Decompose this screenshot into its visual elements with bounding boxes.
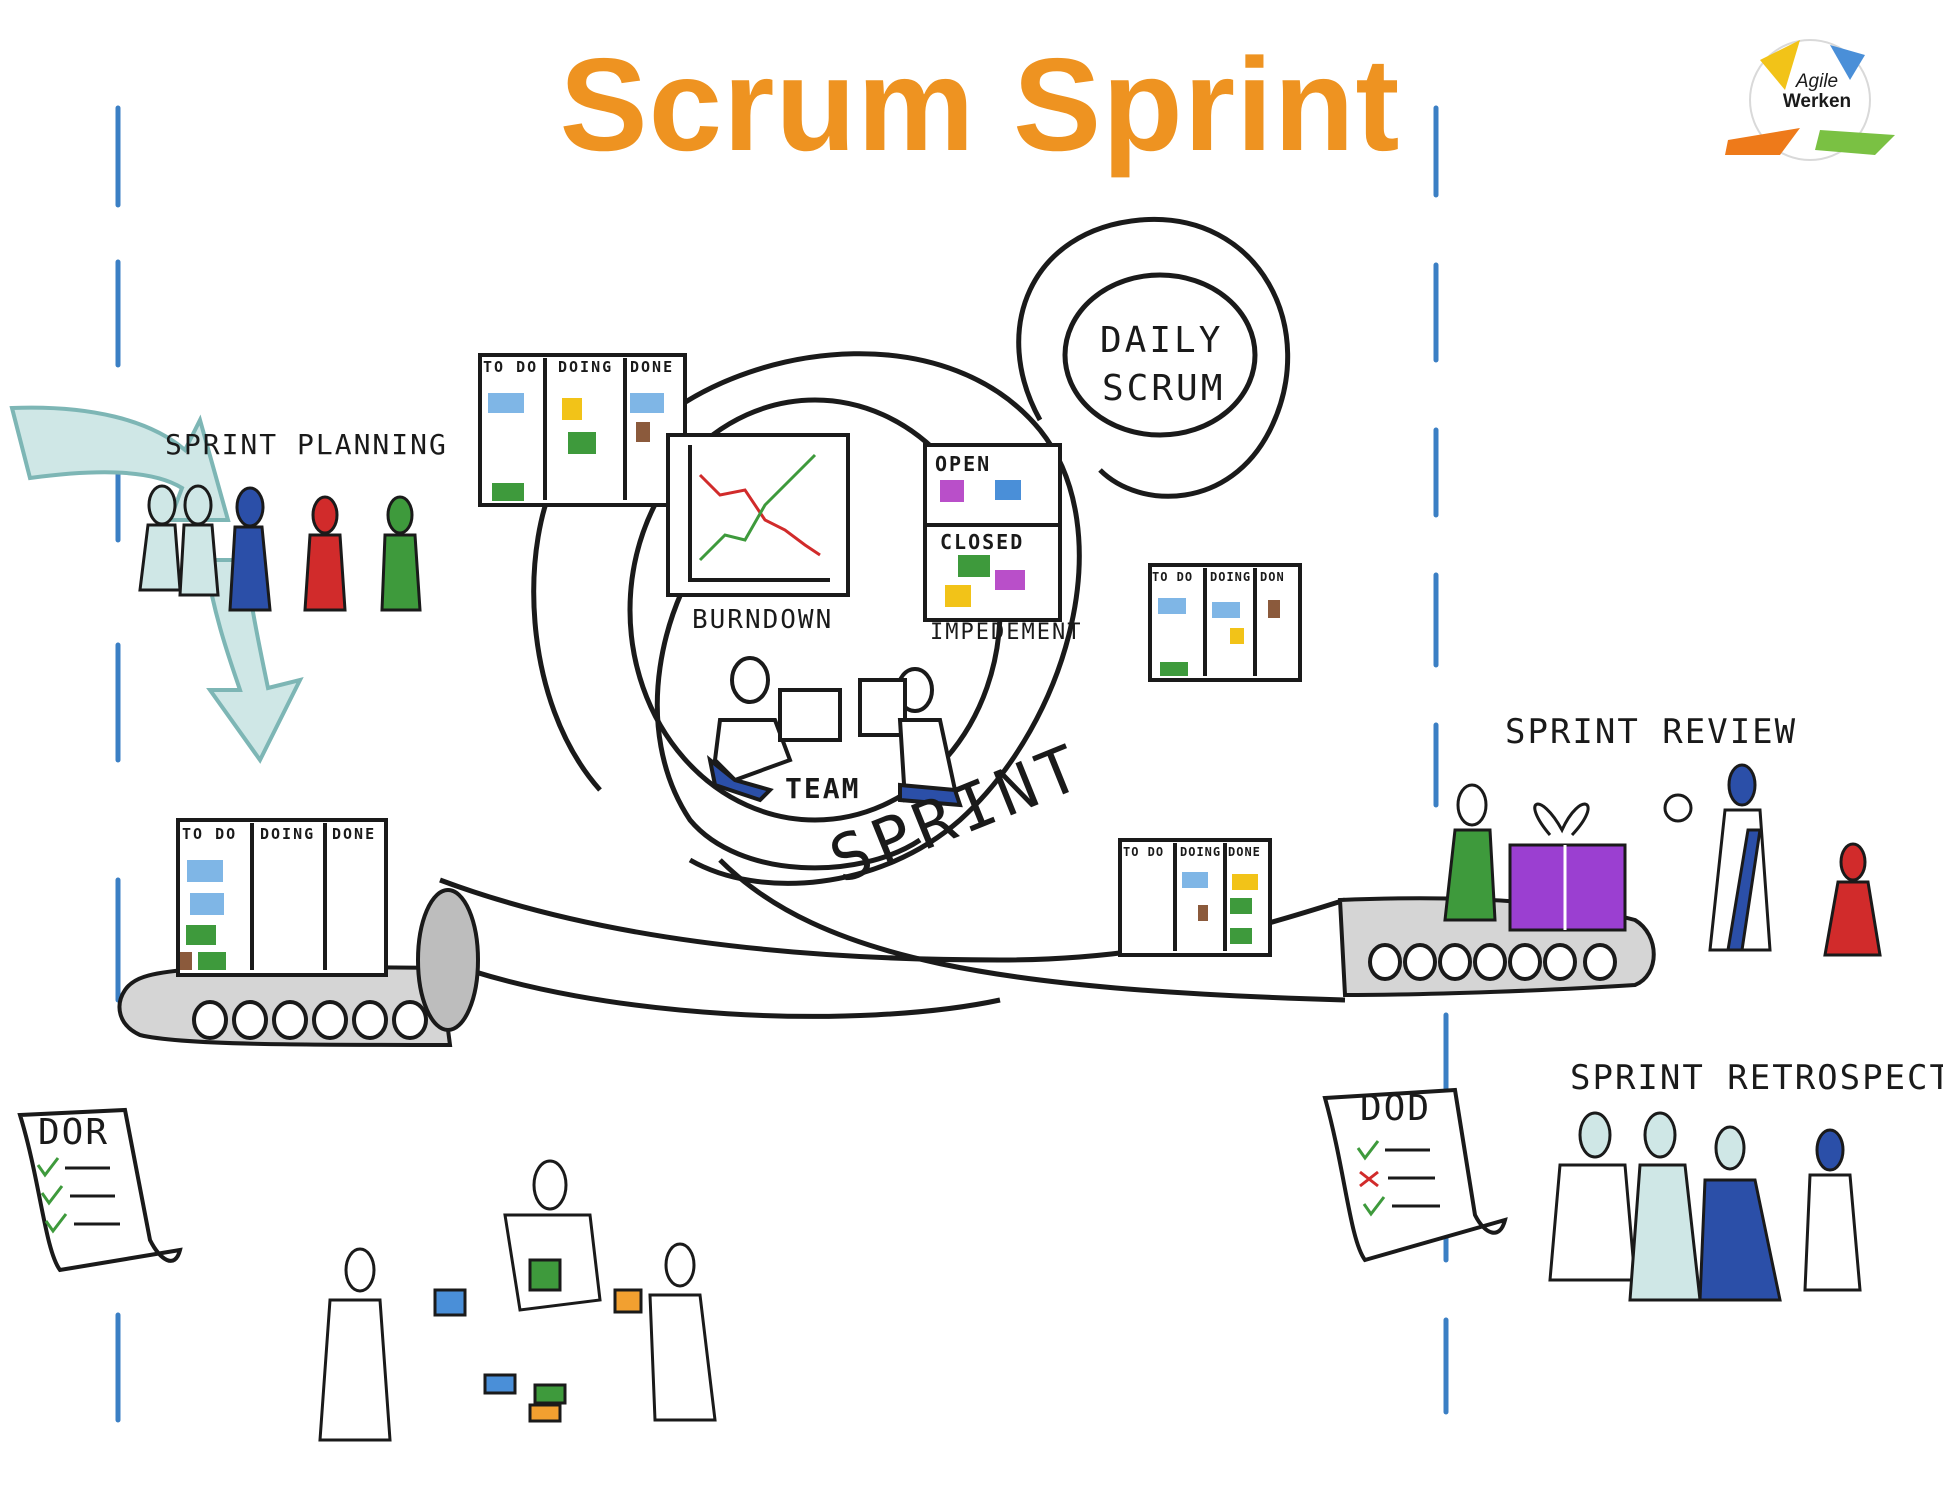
label-daily-scrum-2: SCRUM: [1102, 368, 1226, 409]
kanban-board-top: [478, 353, 687, 507]
label-burndown: BURNDOWN: [692, 605, 834, 635]
label-closed: CLOSED: [940, 530, 1025, 554]
dod-scroll: [1322, 1087, 1508, 1263]
board-left-done: DONE: [332, 825, 377, 843]
board-top-doing: DOING: [558, 358, 614, 376]
logo-line-2: Werken: [1782, 91, 1852, 112]
logo-line-1: Agile: [1795, 71, 1839, 92]
label-open: OPEN: [935, 452, 992, 476]
dor-scroll: [17, 1107, 183, 1273]
label-sprint-review: SPRINT REVIEW: [1505, 712, 1798, 752]
board-top-done: DONE: [630, 358, 675, 376]
board-right-done: DON: [1260, 570, 1285, 584]
page-title: Scrum Sprint: [559, 31, 1401, 178]
label-daily-scrum-1: DAILY: [1100, 320, 1224, 361]
board-right-todo: TO DO: [1152, 570, 1194, 584]
refinement-team: [318, 1159, 717, 1442]
board-bottom-right-done: DONE: [1228, 845, 1261, 859]
board-bottom-right-todo: TO DO: [1123, 845, 1165, 859]
kanban-board-left: [176, 818, 388, 977]
team-figures: [706, 656, 963, 808]
sprint-planning-people: [138, 484, 422, 612]
board-left-doing: DOING: [260, 825, 316, 843]
agile-werken-logo: [1725, 39, 1895, 161]
impediment-board: [923, 443, 1062, 622]
label-team: TEAM: [785, 772, 861, 805]
retrospective-team: [1548, 1111, 1862, 1302]
burndown-chart: [666, 433, 850, 597]
kanban-board-bottom-right: [1118, 838, 1272, 957]
label-sprint-retrospective: SPRINT RETROSPECTIVE: [1570, 1058, 1943, 1098]
board-top-todo: TO DO: [483, 358, 539, 376]
board-right-doing: DOING: [1210, 570, 1252, 584]
label-dor: DOR: [38, 1112, 110, 1153]
label-sprint-planning: SPRINT PLANNING: [165, 428, 448, 461]
sprint-review-scene: [1443, 763, 1882, 957]
board-bottom-right-doing: DOING: [1180, 845, 1222, 859]
logo-text: Agile Werken: [1762, 72, 1872, 112]
kanban-board-right-small: [1148, 563, 1302, 682]
conveyor-left: [117, 888, 480, 1048]
label-impediment: IMPEDEMENT: [930, 620, 1083, 645]
board-left-todo: TO DO: [182, 825, 238, 843]
label-dod: DOD: [1360, 1088, 1432, 1129]
